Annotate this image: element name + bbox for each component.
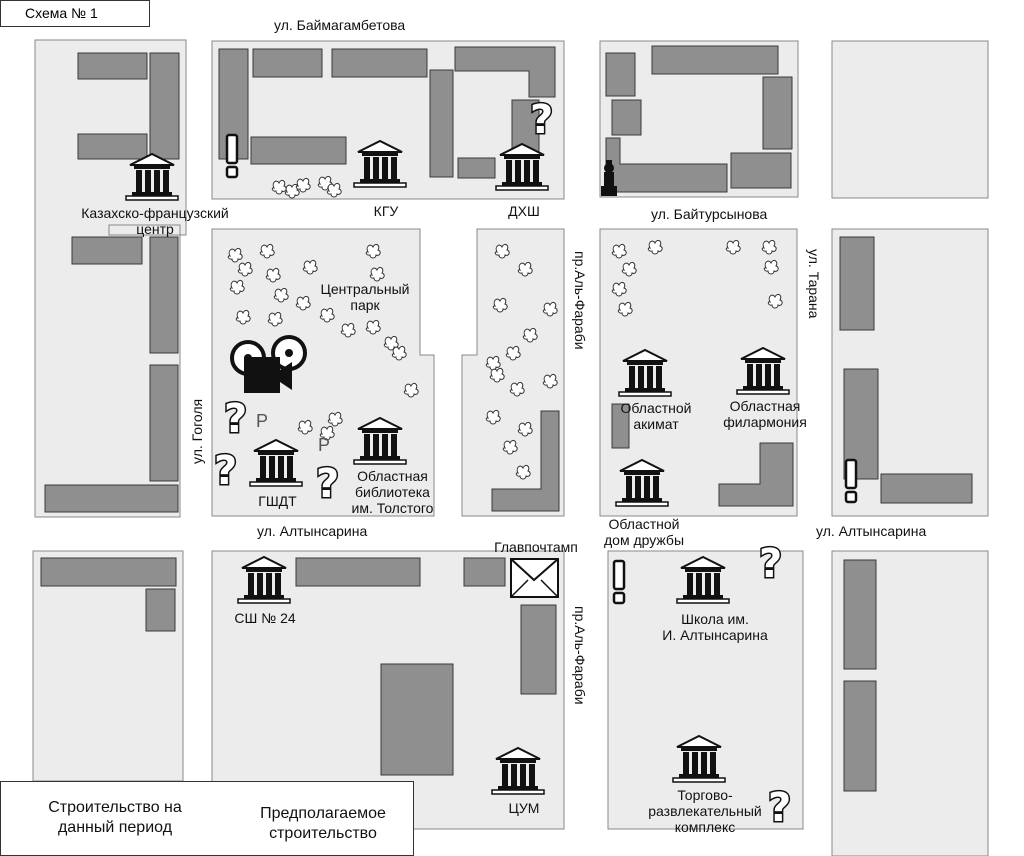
block-far-northeast <box>831 40 989 199</box>
label-gshdt: ГШДТ <box>258 493 297 509</box>
parking-icon-1: P <box>256 411 269 431</box>
construction-icon-1 <box>225 133 239 179</box>
planned-icon-4 <box>314 459 341 509</box>
planned-icon-2 <box>222 394 249 444</box>
buildings <box>40 45 973 792</box>
street-al-farabi-bottom: пр.Аль-Фараби <box>572 606 588 705</box>
planned-icon-5 <box>757 539 784 589</box>
street-tarana: ул. Тарана <box>806 249 822 319</box>
block-park-east <box>461 228 565 517</box>
street-gogolya: ул. Гоголя <box>189 398 205 464</box>
scheme-title: Схема № 1 <box>0 0 150 27</box>
parking-icon-2: P <box>318 435 331 455</box>
construction-icon-3 <box>844 458 858 504</box>
label-tsum: ЦУМ <box>508 800 540 816</box>
envelope-icon <box>510 558 559 598</box>
street-altynsarina-left: ул. Алтынсарина <box>257 523 368 539</box>
label-kgu: КГУ <box>373 203 399 219</box>
cinema-projector-icon <box>230 335 307 393</box>
street-altynsarina-right: ул. Алтынсарина <box>816 523 927 539</box>
label-school24: СШ № 24 <box>234 610 296 626</box>
construction-icon-2 <box>612 559 626 605</box>
planned-icon-6 <box>766 783 793 833</box>
planned-icon-1 <box>528 95 555 145</box>
label-dhsh: ДХШ <box>508 203 540 219</box>
planned-icon-3 <box>212 446 239 496</box>
monument-icon <box>601 160 617 196</box>
label-post-office: Главпочтамп <box>494 539 578 555</box>
street-baitursynova: ул. Байтурсынова <box>651 206 768 222</box>
label-school-altynsarin: Школа им.И. Алтынсарина <box>662 611 768 643</box>
street-al-farabi-top: пр.Аль-Фараби <box>572 251 588 350</box>
street-baimagambetova: ул. Баймагамбетова <box>274 17 406 33</box>
